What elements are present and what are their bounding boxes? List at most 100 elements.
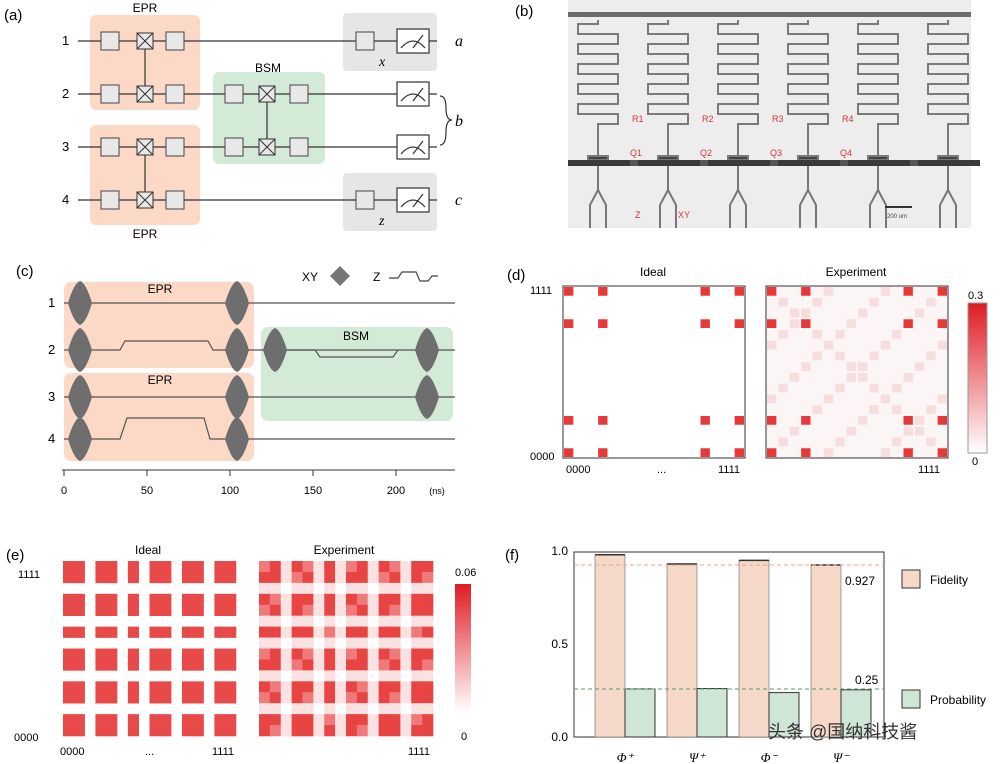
matrix-cell xyxy=(346,692,358,704)
matrix-cell xyxy=(73,626,85,638)
matrix-cell xyxy=(564,287,574,296)
matrix-cell xyxy=(313,659,325,671)
matrix-cell xyxy=(411,648,423,660)
matrix-cell xyxy=(127,571,139,584)
matrix-cell xyxy=(389,626,401,638)
matrix-cell xyxy=(346,604,358,616)
matrix-cell xyxy=(160,604,172,616)
matrix-cell xyxy=(324,604,336,616)
matrix-cell xyxy=(767,416,777,425)
matrix-cell xyxy=(801,362,811,371)
panel-d: (d) Ideal Experiment 1111 0000 0000 ... … xyxy=(507,265,988,476)
matrix-cell xyxy=(335,725,347,737)
matrix-cell xyxy=(346,593,358,606)
f-ref-prob-label: 0.25 xyxy=(855,673,879,687)
matrix-cell xyxy=(823,287,834,296)
resonator-meander xyxy=(647,20,689,156)
matrix-cell xyxy=(324,703,336,715)
matrix-cell xyxy=(269,703,282,715)
matrix-cell xyxy=(127,626,139,638)
qb-4: Q4 xyxy=(840,148,852,158)
matrix-cell xyxy=(858,308,868,318)
e-ybottom: 0000 xyxy=(14,732,38,744)
resonator-meander xyxy=(857,20,899,156)
matrix-cell xyxy=(422,648,434,660)
matrix-cell xyxy=(269,571,282,584)
matrix-cell xyxy=(356,571,369,584)
matrix-cell xyxy=(95,561,107,573)
matrix-cell xyxy=(313,681,325,693)
matrix-cell xyxy=(280,725,292,737)
matrix-cell xyxy=(214,626,226,638)
matrix-cell xyxy=(598,448,608,457)
xy-pulse xyxy=(263,328,287,372)
matrix-cell xyxy=(937,340,947,350)
matrix-cell xyxy=(95,571,107,584)
matrix-cell xyxy=(73,714,85,726)
panel-e-tag: (e) xyxy=(6,547,24,564)
matrix-cell xyxy=(892,437,902,447)
matrix-cell xyxy=(335,604,347,616)
matrix-cell xyxy=(214,681,226,693)
matrix-cell xyxy=(422,670,434,682)
matrix-cell xyxy=(812,330,822,339)
line-xy: XY xyxy=(678,210,690,220)
matrix-cell xyxy=(160,561,172,573)
matrix-cell xyxy=(181,593,194,606)
e-xmid: ... xyxy=(145,746,154,758)
chip-photo xyxy=(568,0,971,228)
matrix-cell xyxy=(335,681,347,693)
matrix-cell xyxy=(73,604,85,616)
matrix-cell xyxy=(903,287,913,296)
matrix-cell xyxy=(225,571,237,584)
control-line xyxy=(659,166,677,228)
xy-pulse xyxy=(225,417,249,461)
matrix-cell xyxy=(302,659,314,671)
matrix-cell xyxy=(858,373,868,382)
matrix-cell xyxy=(411,615,423,627)
matrix-cell xyxy=(214,692,226,704)
matrix-cell xyxy=(422,561,434,573)
matrix-cell xyxy=(149,604,161,616)
matrix-cell xyxy=(378,714,390,726)
matrix-cell xyxy=(63,659,75,671)
matrix-cell xyxy=(926,297,936,307)
matrix-cell xyxy=(95,648,107,660)
matrix-cell xyxy=(914,416,925,425)
matrix-cell xyxy=(259,648,271,660)
matrix-cell xyxy=(259,659,271,671)
matrix-cell xyxy=(858,416,868,425)
matrix-cell xyxy=(259,703,271,715)
matrix-cell xyxy=(313,561,325,573)
matrix-cell xyxy=(378,659,390,671)
matrix-cell xyxy=(302,681,314,693)
matrix-cell xyxy=(400,626,412,638)
bus-segment xyxy=(568,160,630,166)
matrix-cell xyxy=(324,615,336,627)
matrix-cell xyxy=(422,714,434,726)
qubit-pad xyxy=(727,155,749,161)
control-line xyxy=(939,166,957,228)
xy-pulse xyxy=(68,417,92,461)
matrix-cell xyxy=(280,692,292,704)
matrix-cell xyxy=(127,725,139,737)
matrix-cell xyxy=(598,287,608,296)
matrix-cell xyxy=(302,626,314,638)
matrix-cell xyxy=(411,582,423,595)
matrix-cell xyxy=(914,308,925,318)
qubit-4-label: 4 xyxy=(62,192,69,207)
xy-pulse xyxy=(415,375,439,419)
matrix-cell xyxy=(324,659,336,671)
bar-probability xyxy=(624,688,656,738)
matrix-cell xyxy=(225,604,237,616)
e-cmax: 0.06 xyxy=(455,567,476,579)
matrix-cell xyxy=(367,626,379,638)
f-plot-frame xyxy=(573,551,885,738)
matrix-cell xyxy=(280,714,292,726)
f-ytick-05: 0.5 xyxy=(551,637,568,651)
bus-segment xyxy=(918,160,980,166)
matrix-cell xyxy=(149,714,161,726)
matrix-cell xyxy=(259,725,271,737)
matrix-cell xyxy=(356,615,369,627)
